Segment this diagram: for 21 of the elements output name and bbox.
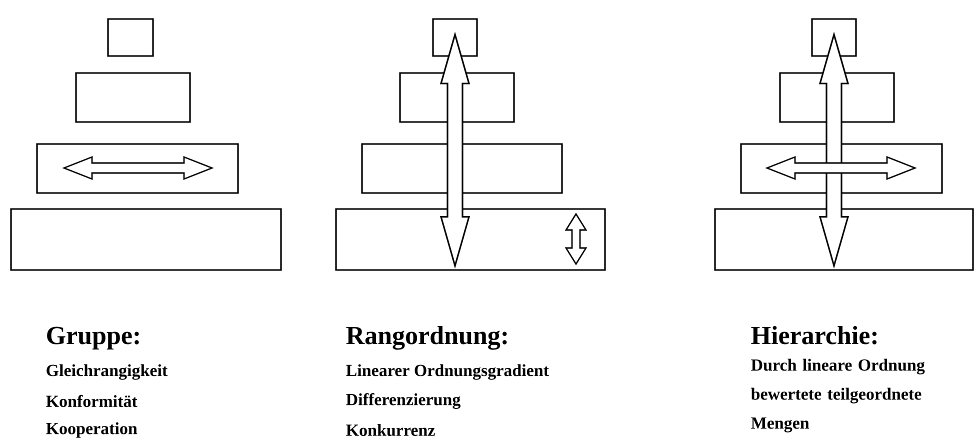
level-box [740,143,943,194]
column-heading: Hierarchie: [751,326,877,344]
level-box [75,72,191,123]
list-item: Kooperation [46,422,138,438]
level-box [432,18,478,57]
level-box [779,72,895,123]
level-box [811,18,857,57]
column-heading: Gruppe: [47,326,139,350]
list-item: Konformität [46,394,138,408]
level-box [335,208,606,271]
list-item: Differenzierung [346,393,461,409]
column-heading: Rangordnung: [346,326,507,350]
level-box [714,208,974,271]
list-item: Konkurrenz [346,424,435,436]
level-box [36,143,239,194]
list-item: Gleichrangigkeit [46,364,168,380]
level-box [10,208,282,271]
level-box [361,143,563,194]
level-box [107,18,154,57]
description-text: Durch lineare Ordnung bewertete teilgeordnete Mengen [751,358,925,432]
list-item: Linearer Ordnungsgradient [346,364,549,380]
